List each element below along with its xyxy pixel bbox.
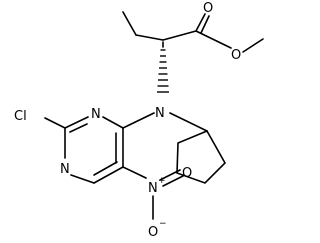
ring-c6-c5-double-bond xyxy=(93,161,118,176)
nitro-oxygen-bottom-label: O xyxy=(148,225,158,240)
ester-o-methyl-bond xyxy=(242,38,264,53)
ring-c2-cl-bond xyxy=(44,117,66,129)
ring-n3-c2-double-bond xyxy=(69,123,88,133)
cyclopentyl-ring xyxy=(176,130,226,184)
nitro-oxygen-charge: − xyxy=(159,219,167,229)
ester-c-o-bond xyxy=(195,30,232,49)
ethyl-ch2-ca-bond xyxy=(135,34,164,41)
molecule-diagram: Cl N N N O O N + O O − xyxy=(14,1,264,240)
ester-oxygen-label: O xyxy=(231,48,241,63)
stereo-wedge-bond xyxy=(157,41,169,93)
ethyl-ch3-ch2-bond xyxy=(122,11,137,36)
chlorine-atom-label: Cl xyxy=(14,109,27,124)
nitro-oxygen-top-label: O xyxy=(182,166,192,181)
c5-nitro-bond xyxy=(122,166,147,179)
ring-nitrogen-bottom-label: N xyxy=(60,162,70,177)
ring-n1-c6-bond xyxy=(70,174,95,184)
structure-canvas: Cl N N N O O N + O O − xyxy=(14,1,264,240)
nitro-nitrogen-charge: + xyxy=(158,176,166,186)
amine-nitrogen-label: N xyxy=(155,106,165,121)
ring-c6-c5-bond xyxy=(93,166,124,184)
n-cyclopentyl-bond xyxy=(169,112,208,132)
ca-ester-carbon-bond xyxy=(162,30,197,41)
carbonyl-bond-1 xyxy=(195,13,206,32)
ring-nitrogen-top-label: N xyxy=(91,107,101,122)
carbonyl-bond-2 xyxy=(200,15,210,34)
ring-c4-n3-bond xyxy=(102,116,124,129)
n-pyrimidine-bond xyxy=(122,112,155,129)
nitro-n-o-double-bond-1 xyxy=(159,169,181,181)
ring-n3-c2-bond xyxy=(64,116,89,129)
nitro-n-o-double-bond-2 xyxy=(162,175,184,187)
carbonyl-oxygen-label: O xyxy=(203,1,213,16)
nitro-nitrogen-label: N xyxy=(148,181,158,196)
